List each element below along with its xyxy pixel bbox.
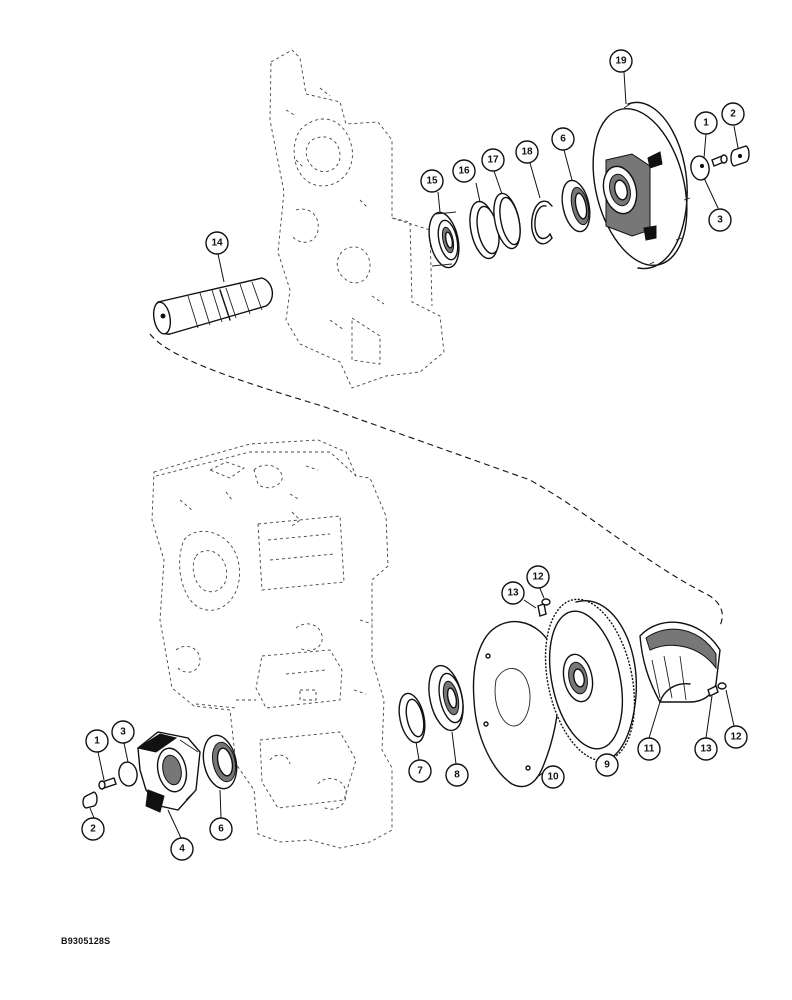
svg-text:19: 19 (615, 56, 627, 67)
callout-1-upper: 1 (694, 111, 718, 135)
seal-lower (202, 734, 238, 790)
svg-text:16: 16 (458, 166, 470, 177)
callout-16: 16 (452, 159, 476, 183)
figure-reference-code: B9305128S (61, 936, 111, 946)
callout-4: 4 (170, 837, 194, 861)
ring-17 (493, 192, 521, 250)
callout-10: 10 (541, 765, 565, 789)
svg-text:11: 11 (644, 744, 655, 755)
shaft-routing-line (149, 333, 723, 627)
svg-text:12: 12 (532, 572, 544, 583)
svg-text:6: 6 (560, 134, 566, 145)
output-flange (136, 731, 201, 813)
washer-12-upper (541, 598, 551, 606)
callout-17: 17 (481, 148, 505, 172)
callout-12-upper: 12 (526, 565, 550, 589)
bolt-upper (711, 154, 728, 167)
cap-plate-lower (118, 761, 138, 787)
bolt-lower (98, 777, 117, 790)
callout-1-lower: 1 (85, 729, 109, 753)
callout-3-lower: 3 (111, 720, 135, 744)
callout-8: 8 (445, 763, 469, 787)
washer-12-lower (717, 682, 727, 690)
svg-text:7: 7 (417, 766, 423, 777)
callout-15: 15 (420, 169, 444, 193)
bearing-lower (428, 664, 464, 732)
callout-2-upper: 2 (721, 102, 745, 126)
lock-plate-upper (730, 145, 750, 167)
output-shaft (152, 277, 273, 335)
callout-18: 18 (515, 140, 539, 164)
cap-plate-upper (690, 155, 710, 181)
callout-19: 19 (609, 49, 633, 73)
callout-9: 9 (595, 753, 619, 777)
svg-text:1: 1 (703, 118, 709, 129)
spacer-16 (469, 200, 500, 260)
svg-text:12: 12 (730, 732, 742, 743)
callout-14: 14 (205, 231, 229, 255)
callout-2-lower: 2 (81, 817, 105, 841)
svg-text:14: 14 (211, 238, 223, 249)
svg-text:3: 3 (717, 215, 723, 226)
upper-housing (269, 49, 445, 389)
svg-text:17: 17 (487, 155, 499, 166)
bolt-13-upper (537, 603, 547, 617)
bolt-13-lower (707, 685, 719, 697)
callout-12-lower: 12 (724, 725, 748, 749)
svg-text:4: 4 (179, 844, 185, 855)
svg-text:13: 13 (700, 744, 712, 755)
svg-text:8: 8 (454, 770, 460, 781)
svg-text:15: 15 (426, 176, 438, 187)
callout-3-upper: 3 (708, 208, 732, 232)
callout-6-upper: 6 (551, 127, 575, 151)
callout-7: 7 (408, 759, 432, 783)
callout-6-lower: 6 (209, 817, 233, 841)
svg-text:2: 2 (730, 109, 736, 120)
svg-text:9: 9 (604, 760, 610, 771)
svg-text:3: 3 (120, 727, 126, 738)
callout-11: 11 (637, 737, 661, 761)
seal-upper (561, 179, 591, 233)
lock-plate-lower (82, 791, 98, 809)
callout-13-lower: 13 (694, 737, 718, 761)
lower-housing (151, 439, 393, 849)
gear-cover (639, 621, 721, 703)
bearing-upper (428, 211, 460, 269)
callout-13-upper: 13 (501, 581, 525, 605)
svg-text:10: 10 (547, 772, 559, 783)
svg-text:18: 18 (521, 147, 533, 158)
svg-text:13: 13 (507, 588, 519, 599)
spacer-7 (398, 692, 426, 744)
svg-text:6: 6 (218, 824, 224, 835)
snap-ring-18 (530, 200, 553, 245)
pump-drive-disc (592, 101, 691, 270)
svg-text:2: 2 (90, 824, 96, 835)
svg-text:1: 1 (94, 736, 100, 747)
